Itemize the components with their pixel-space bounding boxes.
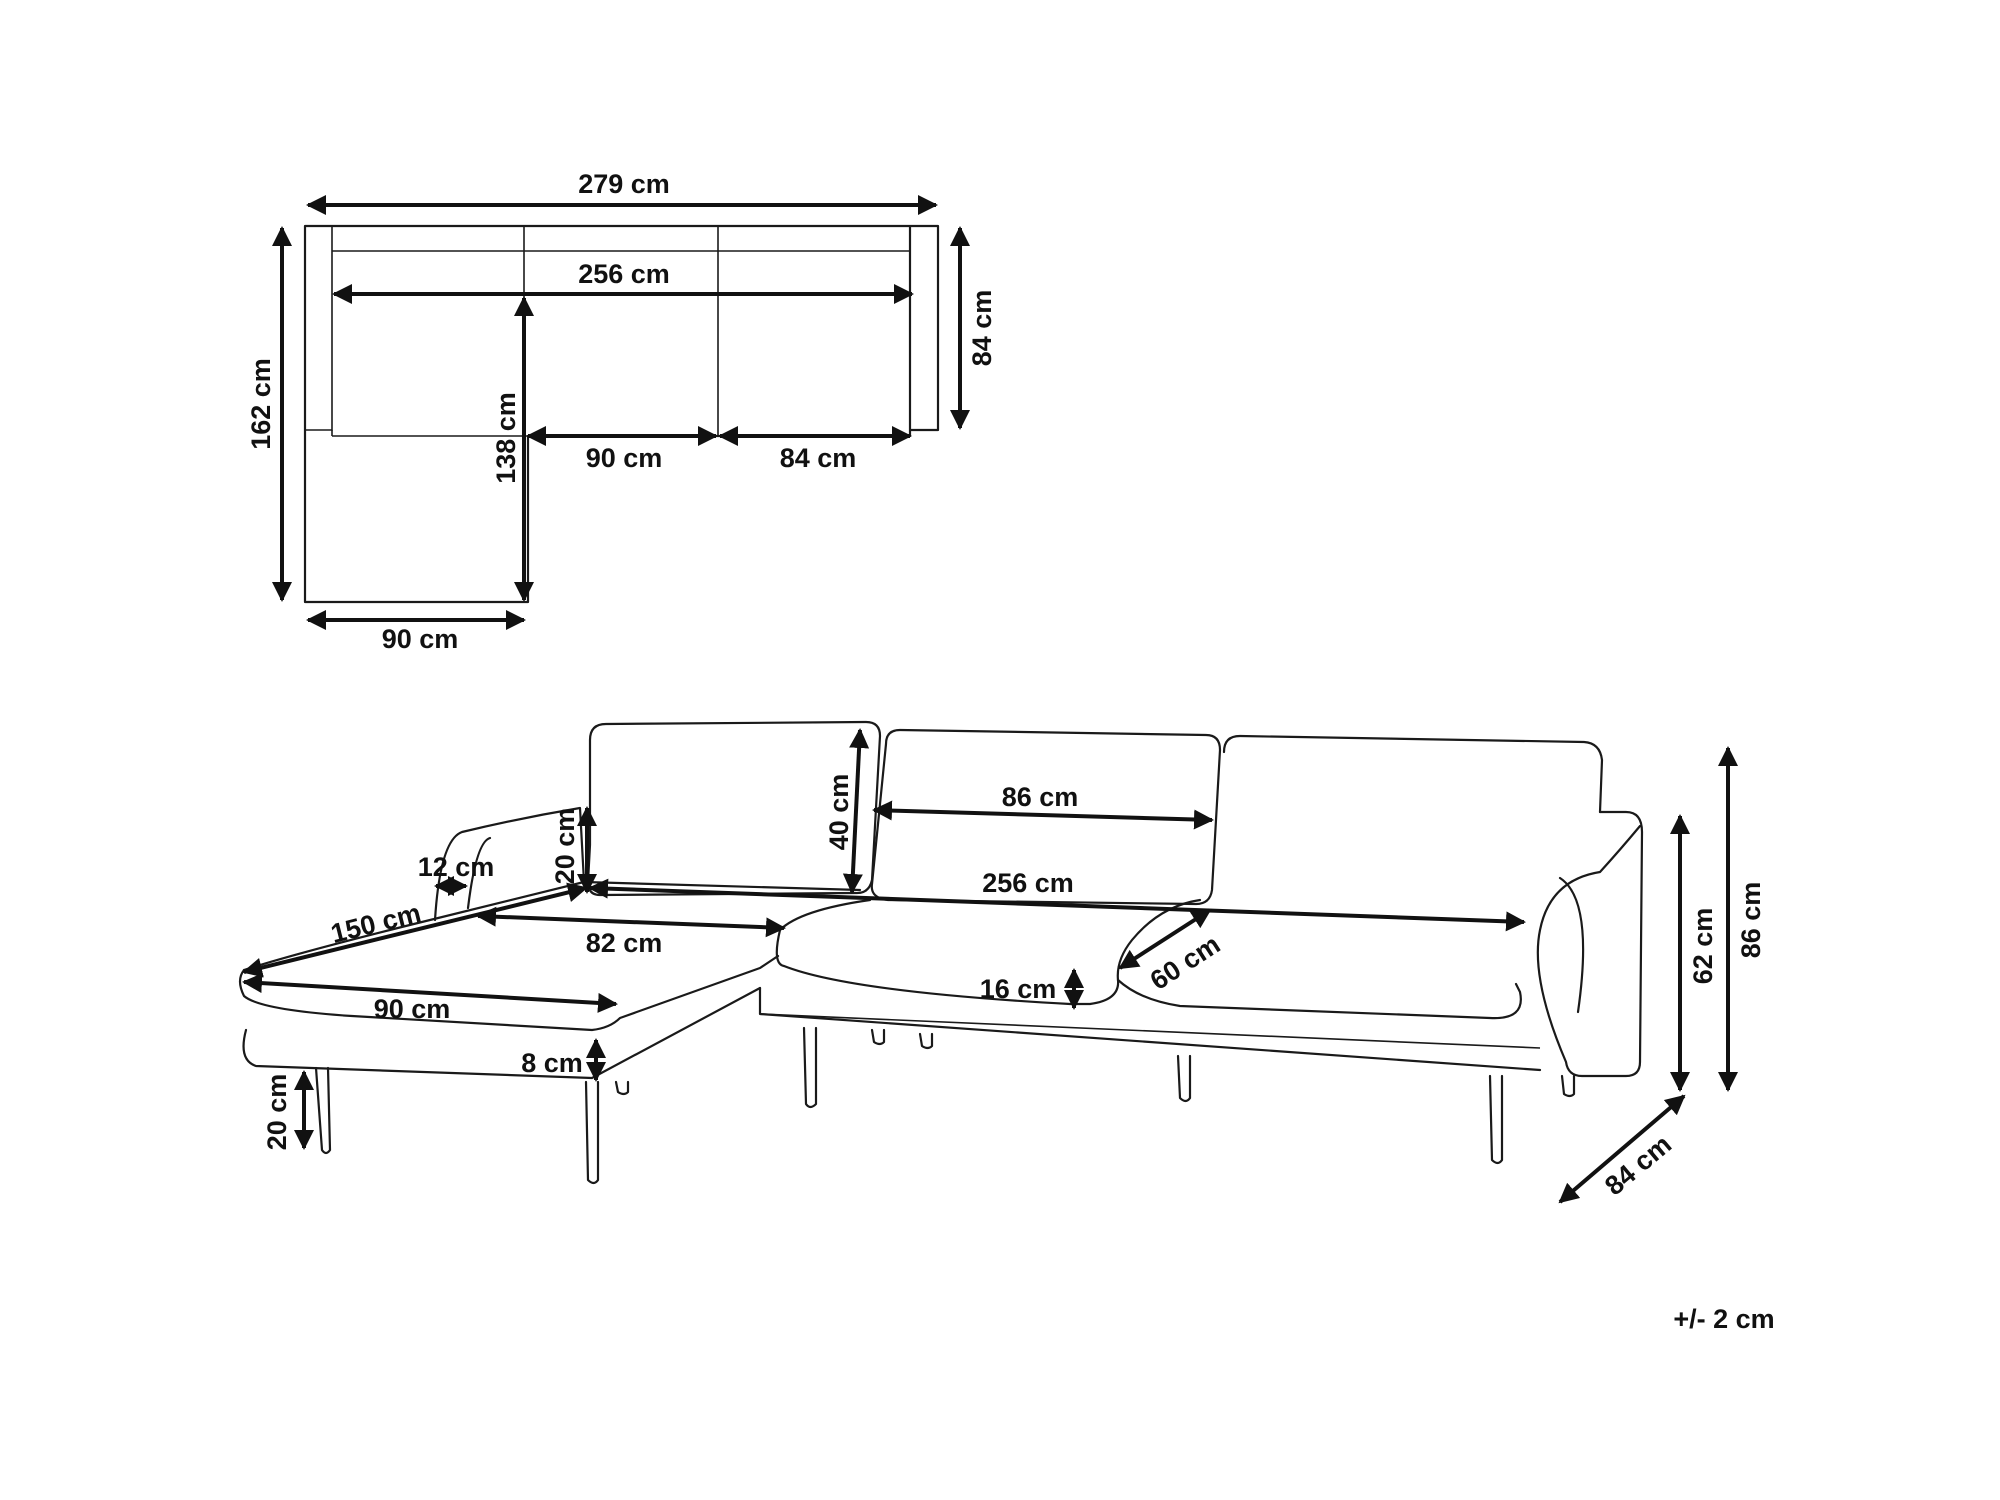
dim-line-chaise-length: [242, 882, 588, 978]
label-chaise-length: 138 cm: [491, 392, 521, 484]
seat-cushion-right: [1116, 978, 1522, 1020]
label-total-depth: 162 cm: [246, 358, 276, 450]
back-cushion-right: [1222, 734, 1604, 814]
label-armrest-width: 12 cm: [418, 852, 495, 882]
label-chaise-width: 90 cm: [374, 994, 451, 1024]
leg-chaise-back: [614, 1080, 630, 1096]
label-overall-width: 279 cm: [578, 169, 670, 199]
label-front-depth: 84 cm: [1599, 1129, 1677, 1201]
label-inner-width: 256 cm: [578, 259, 670, 289]
leg-front-left: [314, 1066, 332, 1155]
tolerance-note: +/- 2 cm: [1673, 1304, 1774, 1334]
label-middle-seat: 90 cm: [586, 443, 663, 473]
main-base: [758, 986, 1542, 1072]
leg-chaise-front: [584, 1080, 600, 1185]
leg-main-left: [802, 1026, 818, 1109]
label-chaise-inner: 82 cm: [586, 928, 663, 958]
label-leg-height: 20 cm: [262, 1074, 292, 1151]
dim-line-chaise-inner: [476, 906, 786, 938]
label-right-seat: 84 cm: [780, 443, 857, 473]
right-armrest: [1536, 810, 1644, 1078]
chaise-arm: [433, 806, 586, 922]
top-view-dimensions: 279 cm 256 cm 84 cm 162 cm 138 cm 90 cm …: [246, 169, 997, 654]
dim-line-seat-depth: [1118, 908, 1212, 970]
label-armrest-height: 20 cm: [550, 808, 580, 885]
leg-main-far-right: [1560, 1074, 1576, 1098]
dim-line-seat-total-width: [588, 878, 1526, 932]
leg-main-back-b: [918, 1032, 934, 1050]
label-seat-height: 62 cm: [1688, 908, 1718, 985]
dim-line-backrest-height: [842, 728, 870, 894]
label-chaise-width: 90 cm: [382, 624, 459, 654]
seat-cushion-left-top: [778, 898, 872, 932]
label-seat-width: 86 cm: [1002, 782, 1079, 812]
leg-main-middle: [1176, 1054, 1192, 1103]
leg-main-right: [1488, 1074, 1504, 1165]
label-frame-height: 8 cm: [521, 1048, 583, 1078]
label-cushion-height: 16 cm: [980, 974, 1057, 1004]
chaise-base: [242, 986, 762, 1080]
label-seat-depth: 60 cm: [1145, 929, 1226, 996]
right-armrest-inner: [1558, 876, 1585, 1014]
label-depth: 84 cm: [967, 290, 997, 367]
leg-main-back-a: [870, 1028, 886, 1046]
label-seat-total-width: 256 cm: [982, 868, 1074, 898]
dim-line-front-depth: [1558, 1094, 1686, 1204]
dim-line-chaise-width: [242, 973, 618, 1013]
dim-line-seat-width: [872, 800, 1214, 830]
left-arm-top: [305, 226, 333, 431]
front-view: [238, 720, 1644, 1185]
label-backrest-height: 40 cm: [824, 774, 854, 851]
chaise-cushion-front: [238, 954, 780, 1032]
label-total-height: 86 cm: [1736, 882, 1766, 959]
